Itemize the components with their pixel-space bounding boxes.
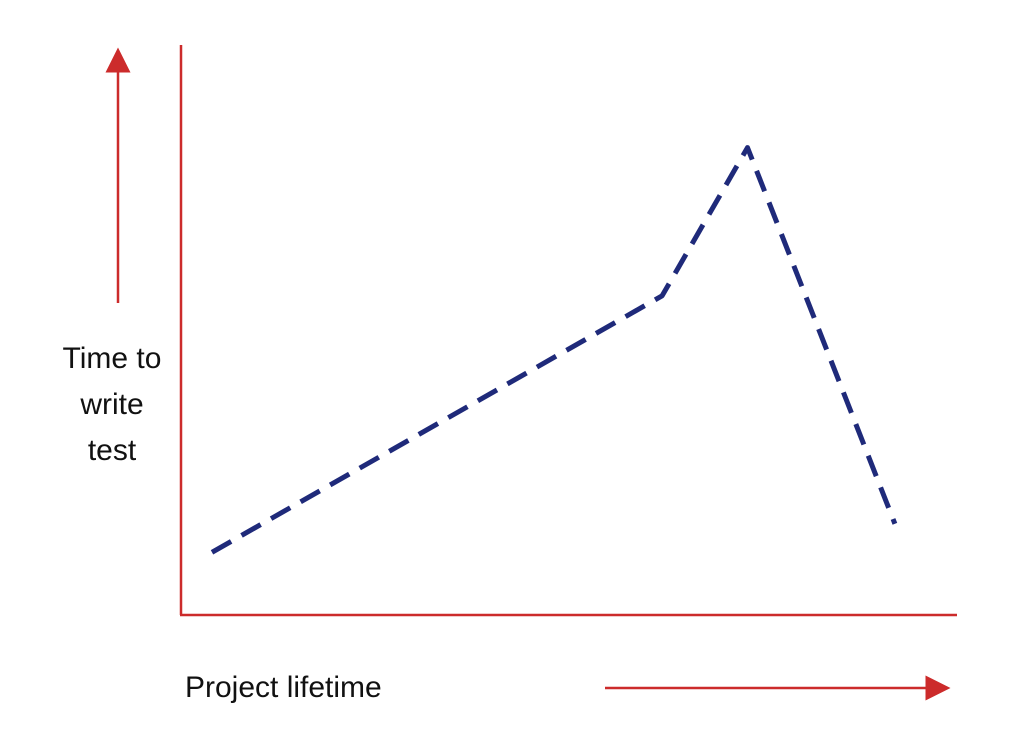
y-axis-label-line-2: write: [79, 388, 143, 421]
y-axis-label-line-3: test: [88, 434, 137, 467]
x-axis-label: Project lifetime: [185, 671, 382, 704]
series-line-0: [210, 145, 898, 555]
series-group: [210, 145, 898, 555]
y-axis-label-line-1: Time to: [63, 342, 162, 375]
